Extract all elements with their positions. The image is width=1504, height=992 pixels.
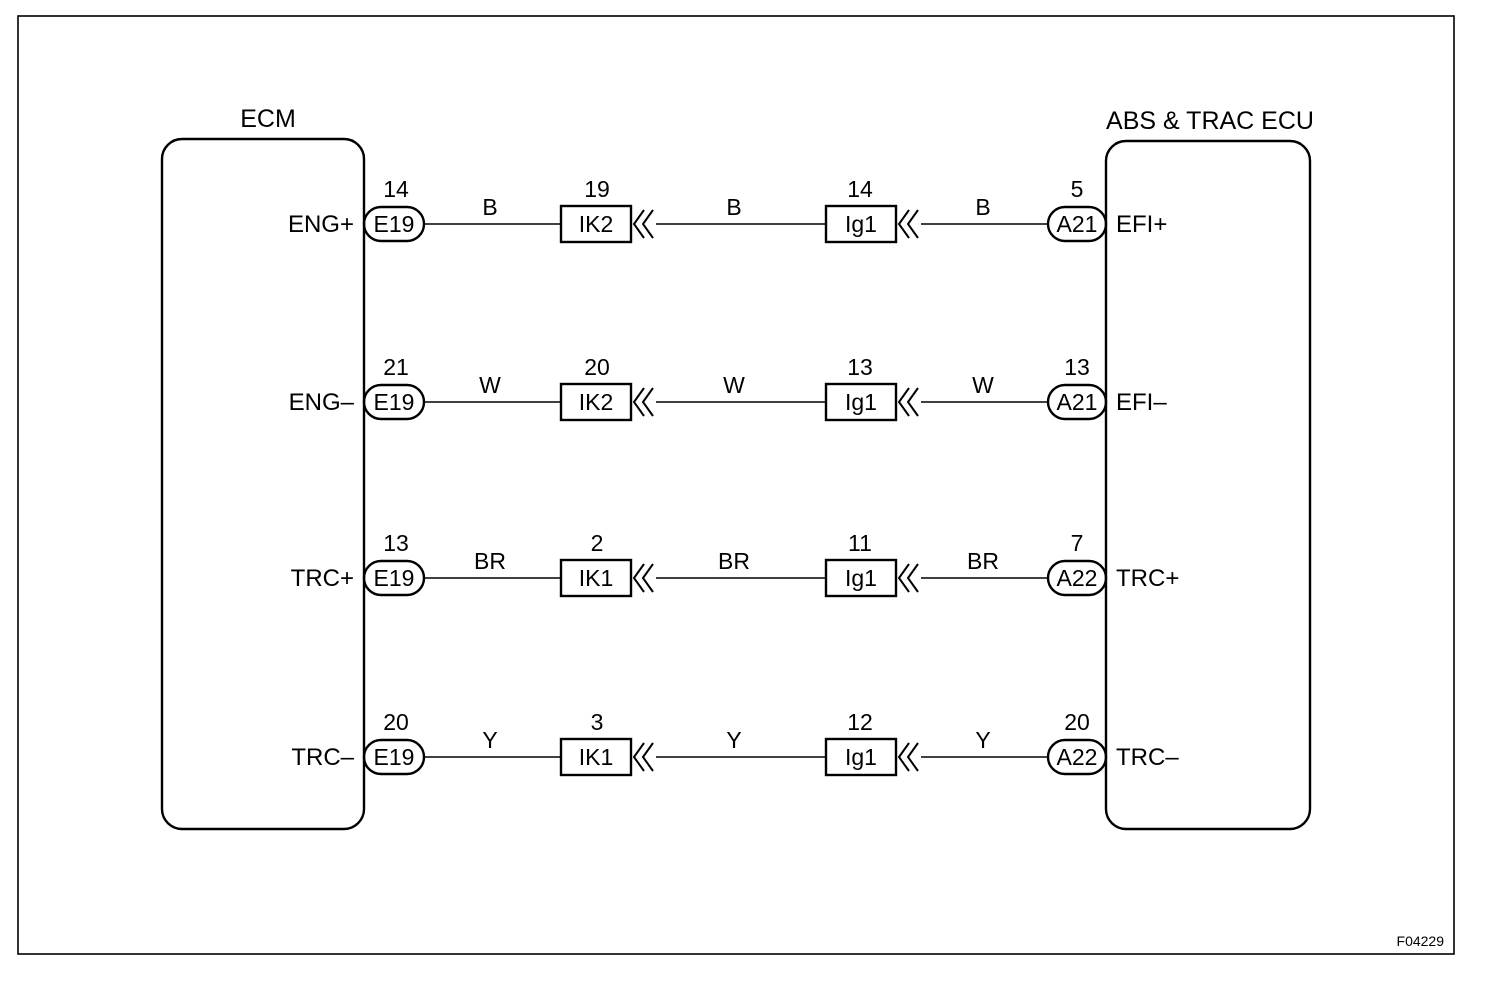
ecu-pin-number: 5 — [1071, 176, 1084, 202]
ecu-connector-label: A22 — [1057, 744, 1098, 770]
abs-ecu-title: ABS & TRAC ECU — [1106, 107, 1314, 135]
junction-connector-label: IK2 — [579, 211, 614, 237]
ecu-terminal-label: EFI– — [1116, 389, 1167, 416]
junction-pin-number: 3 — [591, 709, 604, 735]
connector-chevron-icon — [897, 563, 919, 593]
ecm-connector-label: E19 — [374, 389, 415, 415]
ecu-pin-number: 20 — [1064, 709, 1090, 735]
junction-pin-number: 12 — [847, 709, 873, 735]
junction-connector — [824, 204, 898, 244]
junction-connector — [559, 382, 633, 422]
junction-pin-number: 14 — [847, 176, 873, 202]
ecm-title: ECM — [240, 105, 296, 133]
ecu-connector-label: A22 — [1057, 565, 1098, 591]
ecm-pin-number: 14 — [383, 176, 409, 202]
ecu-pin-number: 7 — [1071, 530, 1084, 556]
ecu-terminal-label: TRC+ — [1116, 565, 1179, 592]
junction-pin-number: 20 — [584, 354, 610, 380]
junction-pin-number: 13 — [847, 354, 873, 380]
junction-connector — [559, 558, 633, 598]
ecm-connector-label: E19 — [374, 565, 415, 591]
ecu-terminal-label: EFI+ — [1116, 211, 1167, 238]
connector-chevron-icon — [897, 209, 919, 239]
junction-connector-label: Ig1 — [845, 211, 877, 237]
junction-pin-number: 2 — [591, 530, 604, 556]
ecm-terminal-label: ENG+ — [288, 211, 354, 238]
ecm-terminal-label: ENG– — [289, 389, 355, 416]
ecm-terminal-label: TRC– — [291, 744, 354, 771]
ecu-connector — [1046, 738, 1108, 776]
ecm-connector-label: E19 — [374, 211, 415, 237]
junction-connector — [559, 737, 633, 777]
ecu-terminal-label: TRC– — [1116, 744, 1179, 771]
junction-connector — [824, 382, 898, 422]
ecm-box — [160, 137, 366, 831]
ecu-connector — [1046, 383, 1108, 421]
ecu-connector — [1046, 205, 1108, 243]
ecm-connector-label: E19 — [374, 744, 415, 770]
ecu-connector — [1046, 559, 1108, 597]
junction-connector-label: Ig1 — [845, 744, 877, 770]
junction-connector-label: Ig1 — [845, 565, 877, 591]
ecu-connector-label: A21 — [1057, 389, 1098, 415]
wire-color-label: W — [972, 372, 994, 398]
ecm-terminal-label: TRC+ — [291, 565, 354, 592]
connector-chevron-icon — [632, 563, 654, 593]
ecm-pin-number: 20 — [383, 709, 409, 735]
diagram-frame — [17, 15, 1455, 955]
wire-color-label: W — [479, 372, 501, 398]
junction-connector-label: Ig1 — [845, 389, 877, 415]
ecm-pin-number: 13 — [383, 530, 409, 556]
wire-color-label: B — [975, 194, 990, 220]
wire-color-label: B — [482, 194, 497, 220]
wire-color-label: Y — [726, 727, 741, 753]
wire-color-label: BR — [967, 548, 999, 574]
junction-connector — [559, 204, 633, 244]
junction-connector — [824, 558, 898, 598]
abs-ecu-box — [1104, 139, 1312, 831]
junction-pin-number: 11 — [848, 530, 872, 556]
ecu-pin-number: 13 — [1064, 354, 1090, 380]
figure-code: F04229 — [1397, 933, 1445, 949]
wire-color-label: B — [726, 194, 741, 220]
connector-chevron-icon — [632, 387, 654, 417]
wire-color-label: Y — [975, 727, 990, 753]
junction-connector-label: IK1 — [579, 565, 614, 591]
connector-chevron-icon — [897, 742, 919, 772]
wire-color-label: BR — [718, 548, 750, 574]
ecm-pin-number: 21 — [383, 354, 409, 380]
connector-chevron-icon — [632, 742, 654, 772]
junction-pin-number: 19 — [584, 176, 610, 202]
connector-chevron-icon — [632, 209, 654, 239]
connector-chevron-icon — [897, 387, 919, 417]
junction-connector-label: IK2 — [579, 389, 614, 415]
wire-color-label: W — [723, 372, 745, 398]
junction-connector — [824, 737, 898, 777]
junction-connector-label: IK1 — [579, 744, 614, 770]
wire-color-label: BR — [474, 548, 506, 574]
ecu-connector-label: A21 — [1057, 211, 1098, 237]
wire-color-label: Y — [482, 727, 497, 753]
